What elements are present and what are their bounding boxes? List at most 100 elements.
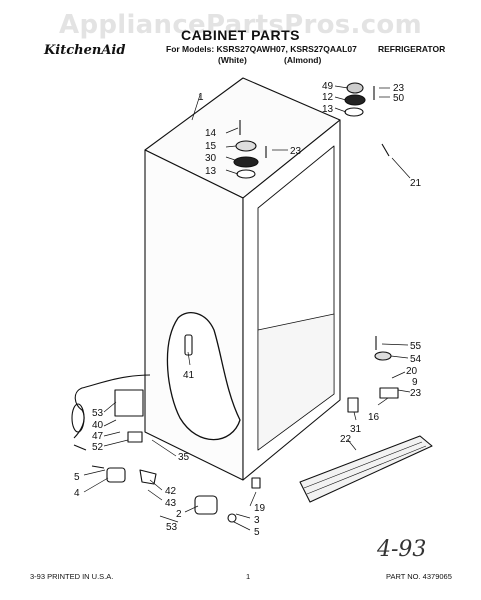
dispenser-recess bbox=[166, 312, 241, 441]
page-title: CABINET PARTS bbox=[180, 27, 301, 43]
roller-assembly bbox=[194, 495, 218, 515]
leader-35 bbox=[151, 439, 177, 457]
callout-53b: 53 bbox=[166, 522, 178, 533]
leader-53b bbox=[159, 515, 179, 523]
callout-19: 19 bbox=[254, 503, 266, 514]
leader-30 bbox=[225, 156, 236, 161]
callout-3: 3 bbox=[254, 515, 260, 526]
bracket-screw bbox=[91, 465, 105, 469]
callout-23: 23 bbox=[290, 146, 302, 157]
leader-1 bbox=[191, 94, 201, 121]
top-hinge bbox=[233, 156, 259, 168]
water-valve bbox=[139, 469, 157, 485]
callout-22: 22 bbox=[340, 434, 352, 445]
footer-page-number: 1 bbox=[246, 572, 251, 581]
callout-14: 14 bbox=[205, 128, 217, 139]
callout-41: 41 bbox=[183, 370, 195, 381]
category-label: REFRIGERATOR bbox=[378, 44, 446, 54]
callout-5: 5 bbox=[74, 472, 80, 483]
leader-20 bbox=[391, 371, 406, 379]
hinge-pin bbox=[381, 143, 390, 157]
leader-16 bbox=[377, 397, 389, 406]
leader-22 bbox=[347, 439, 357, 451]
roller bbox=[227, 513, 237, 523]
leader-15 bbox=[225, 145, 237, 148]
callout-20: 20 bbox=[406, 366, 418, 377]
callout-35: 35 bbox=[178, 452, 190, 463]
relay bbox=[127, 431, 143, 443]
brand-logo: KitchenAid bbox=[44, 43, 126, 58]
leader-54 bbox=[390, 355, 409, 359]
callout-16: 16 bbox=[368, 412, 380, 423]
callout-12: 12 bbox=[322, 92, 334, 103]
callout-52: 52 bbox=[92, 442, 104, 453]
footer-left: 3-93 PRINTED IN U.S.A. bbox=[30, 572, 114, 581]
top-hinge-cover bbox=[235, 140, 257, 152]
leader-40 bbox=[103, 419, 117, 427]
leader-4 bbox=[83, 477, 109, 493]
callout-49: 49 bbox=[322, 81, 334, 92]
leader-47 bbox=[103, 431, 121, 437]
upper-hinge bbox=[344, 94, 366, 106]
callout-13b: 13 bbox=[322, 104, 334, 115]
callout-30: 30 bbox=[205, 153, 217, 164]
leader-43 bbox=[147, 489, 163, 501]
leader-41 bbox=[187, 351, 191, 366]
almond-label: (Almond) bbox=[284, 55, 322, 65]
handwritten-note: 4-93 bbox=[377, 537, 427, 562]
callout-43: 43 bbox=[165, 498, 177, 509]
upper-hinge-cap bbox=[346, 82, 364, 94]
callout-55: 55 bbox=[410, 341, 422, 352]
callout-23c: 23 bbox=[410, 388, 422, 399]
cord-coil bbox=[71, 403, 85, 433]
footer-part-number: PART NO. 4379065 bbox=[386, 572, 452, 581]
electrical-box bbox=[114, 389, 144, 417]
callout-9: 9 bbox=[412, 377, 418, 388]
watermark: AppliancePartsPros.com bbox=[59, 10, 422, 40]
leader-49 bbox=[334, 85, 349, 89]
model-numbers: For Models: KSRS27QAWH07, KSRS27QAAL07 bbox=[166, 44, 357, 54]
callout-54: 54 bbox=[410, 354, 422, 365]
callout-13: 13 bbox=[205, 166, 217, 177]
callout-21: 21 bbox=[410, 178, 422, 189]
clip bbox=[251, 477, 261, 489]
leader-13b bbox=[334, 107, 347, 113]
lower-hinge-cap bbox=[374, 351, 392, 361]
hinge-block bbox=[347, 397, 359, 413]
callout-40: 40 bbox=[92, 420, 104, 431]
leader-2 bbox=[184, 505, 199, 513]
callout-15: 15 bbox=[205, 141, 217, 152]
leader-14 bbox=[225, 127, 239, 134]
callout-31: 31 bbox=[350, 424, 362, 435]
lower-hinge-bracket bbox=[379, 387, 399, 399]
leader-3 bbox=[235, 513, 251, 519]
cabinet-floor bbox=[257, 313, 335, 451]
callout-53: 53 bbox=[92, 408, 104, 419]
callout-4: 4 bbox=[74, 488, 80, 499]
hinge-shim bbox=[236, 169, 256, 179]
callout-2: 2 bbox=[176, 509, 182, 520]
callout-47: 47 bbox=[92, 431, 104, 442]
leader-12 bbox=[334, 96, 347, 101]
leader-53a bbox=[103, 401, 117, 413]
callout-50: 50 bbox=[393, 93, 405, 104]
leveler-bracket bbox=[106, 467, 126, 483]
leader-5b bbox=[233, 521, 251, 531]
leader-19 bbox=[249, 491, 257, 507]
leader-13a bbox=[225, 169, 239, 175]
callout-5b: 5 bbox=[254, 527, 260, 538]
white-label: (White) bbox=[218, 55, 247, 65]
leader-52 bbox=[103, 439, 129, 447]
leader-55 bbox=[381, 343, 409, 346]
callout-23b: 23 bbox=[393, 83, 405, 94]
callout-1: 1 bbox=[198, 92, 204, 103]
leader-42 bbox=[149, 479, 163, 491]
upper-hinge-shim bbox=[344, 107, 364, 117]
leader-21 bbox=[391, 157, 411, 179]
grille-slats bbox=[303, 441, 427, 495]
callout-42: 42 bbox=[165, 486, 177, 497]
leader-31 bbox=[353, 411, 357, 421]
leader-5a bbox=[83, 469, 106, 476]
leader-23c bbox=[397, 389, 411, 393]
